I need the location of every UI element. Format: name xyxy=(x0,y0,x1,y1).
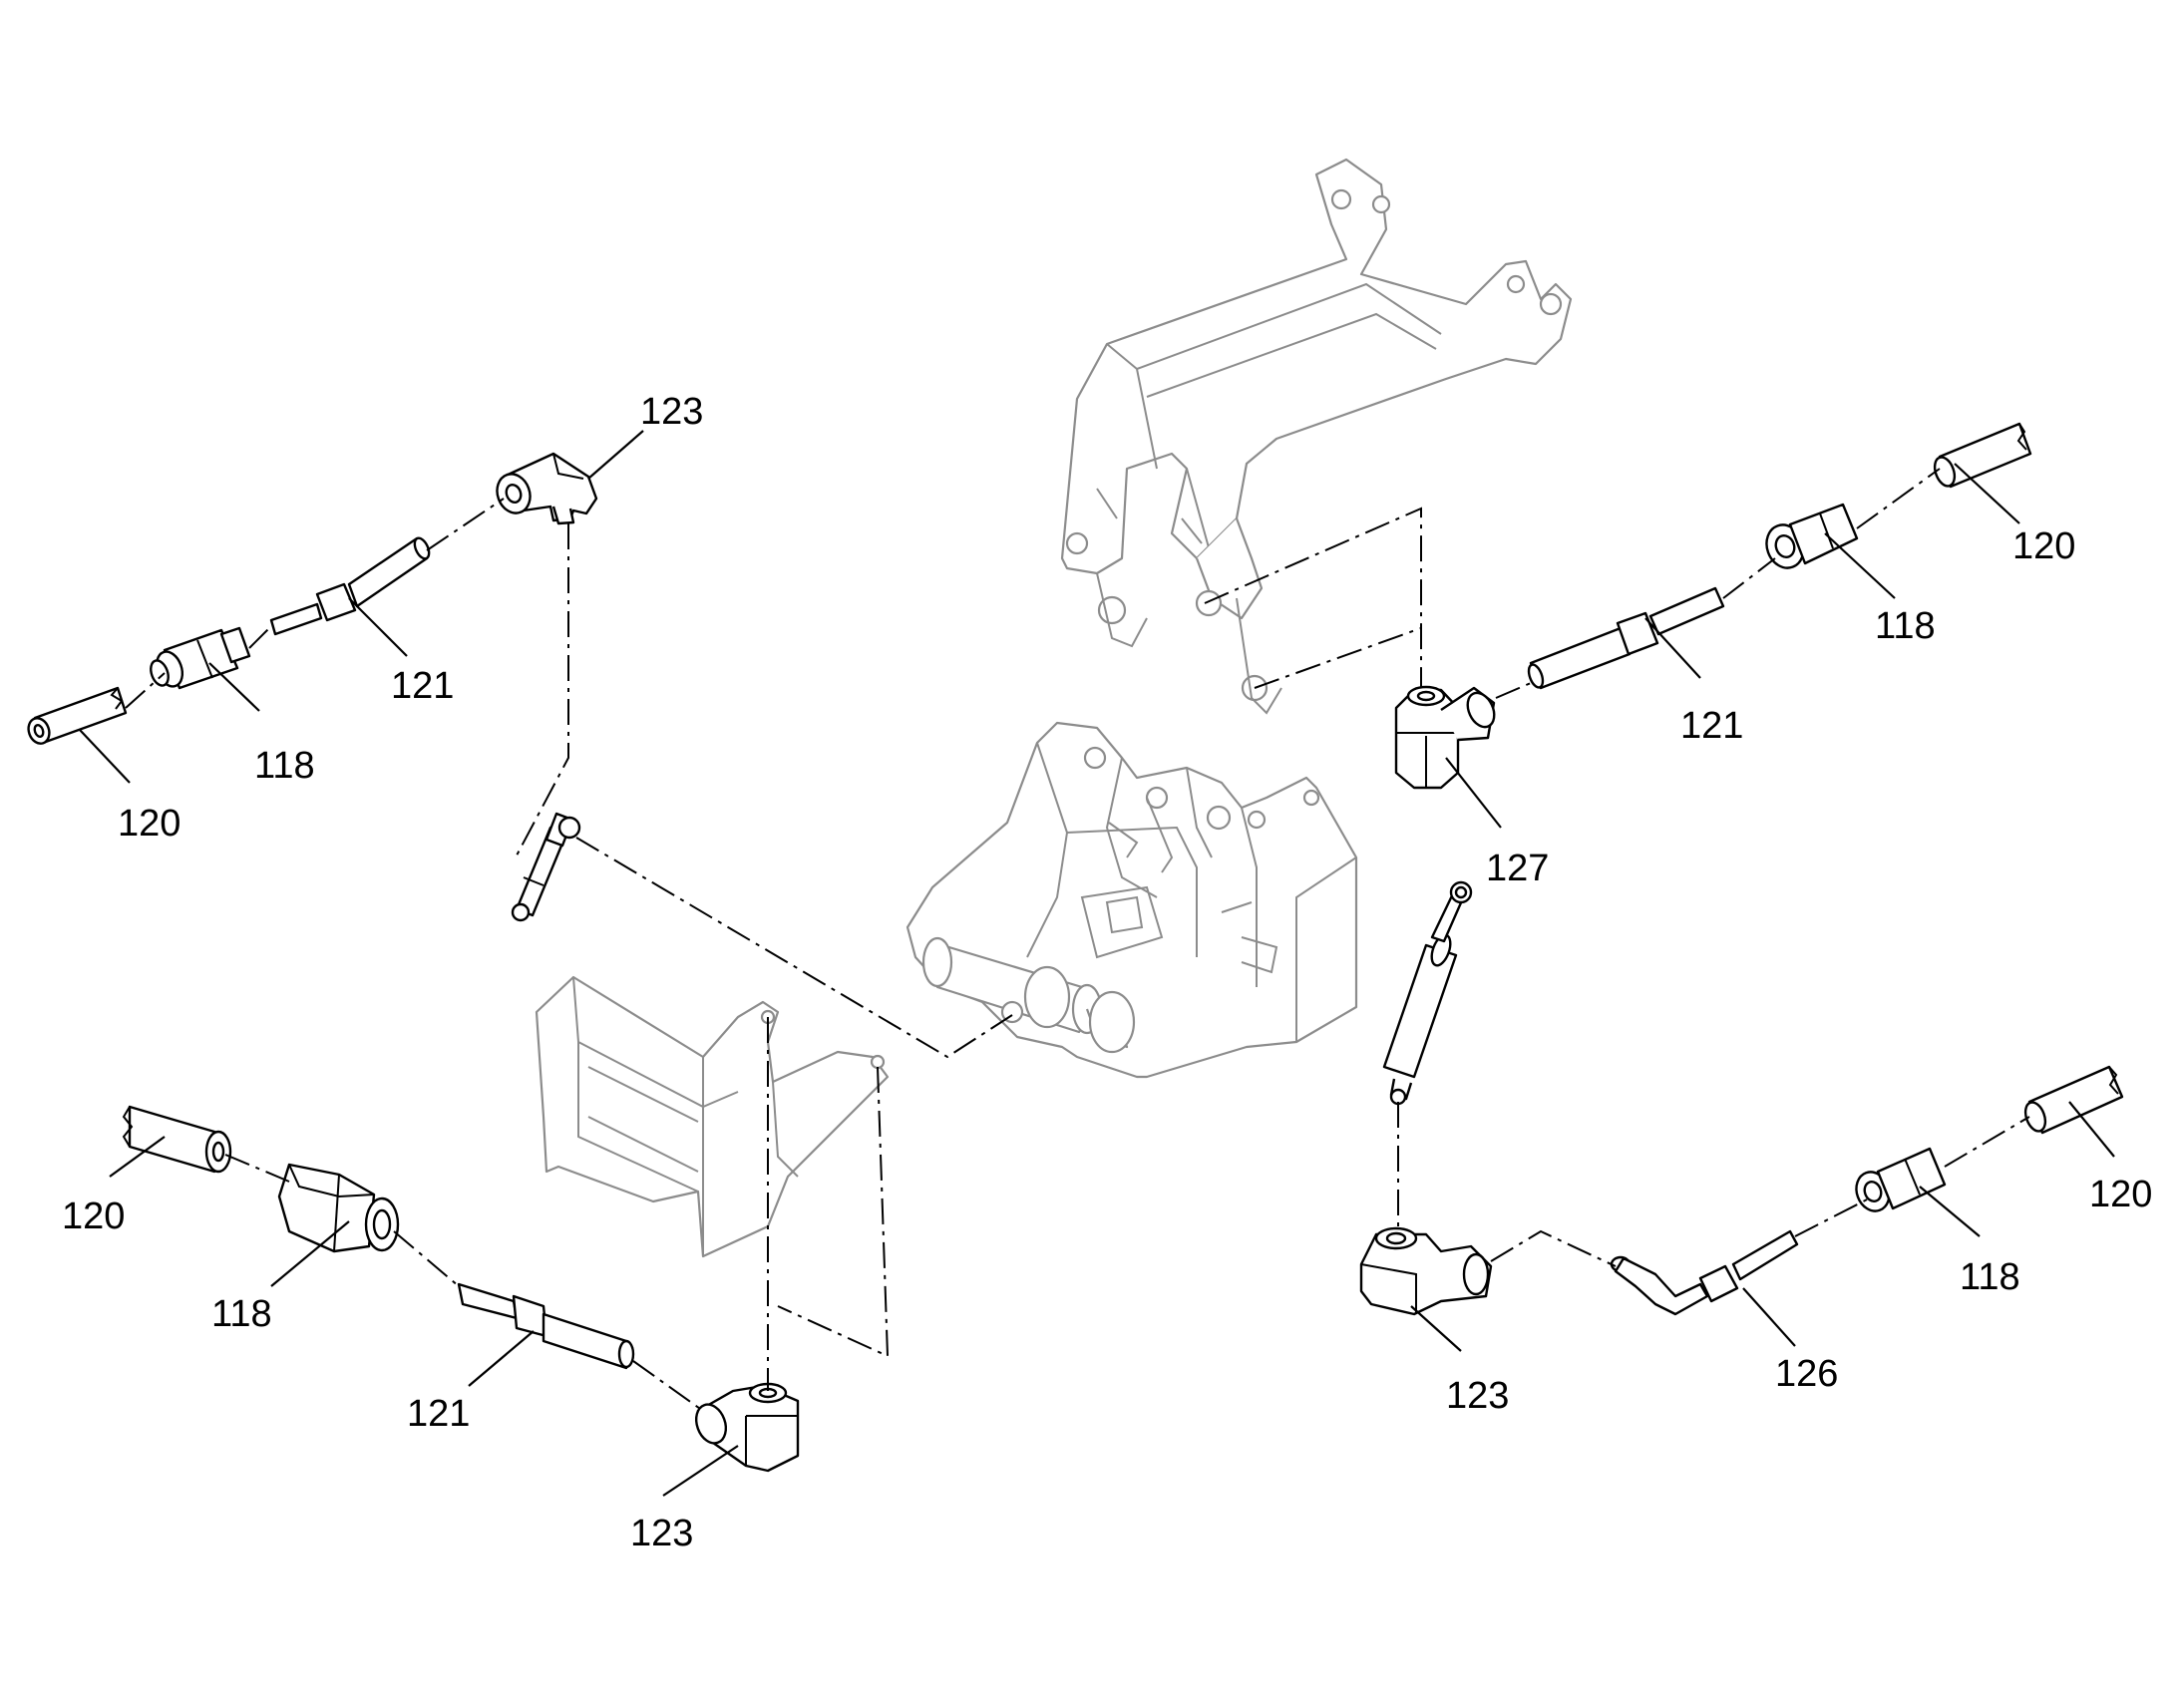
callout-120-top-left: 120 xyxy=(118,803,181,845)
elbow-127 xyxy=(1394,685,1496,790)
callout-118-top-left: 118 xyxy=(254,745,315,787)
tube-120-bottom-right xyxy=(2023,1065,2124,1135)
hose-end-121-bottom-left xyxy=(457,1282,635,1370)
callout-118-top-right: 118 xyxy=(1875,605,1936,647)
hose-end-121-top-right xyxy=(1527,586,1725,690)
tube-120-top-left xyxy=(27,686,128,745)
callout-118-bottom-right: 118 xyxy=(1960,1256,2020,1298)
elbow-hose-126 xyxy=(1610,1229,1799,1316)
callout-118-bottom-left: 118 xyxy=(211,1293,272,1335)
callout-126: 126 xyxy=(1775,1353,1838,1395)
assembly-centerlines xyxy=(125,468,2030,1412)
tube-120-bottom-left xyxy=(122,1105,232,1174)
hydraulic-cylinder-right xyxy=(1382,880,1473,1106)
callout-120-bottom-right: 120 xyxy=(2089,1174,2152,1215)
callout-120-bottom-left: 120 xyxy=(62,1196,125,1237)
callout-123-top-left: 123 xyxy=(640,391,703,433)
callout-labels: 123 121 118 120 120 118 121 127 120 118 … xyxy=(62,391,2152,1554)
nut-118-bottom-left xyxy=(277,1163,400,1253)
tube-120-top-right xyxy=(1933,422,2032,489)
boom-arm-assembly xyxy=(1060,158,1573,715)
nut-118-top-right xyxy=(1765,503,1859,569)
callout-120-top-right: 120 xyxy=(2012,525,2075,567)
callout-123-bottom-right: 123 xyxy=(1446,1375,1509,1417)
nut-118-top-left xyxy=(150,626,251,690)
hose-end-121-top-left xyxy=(269,536,431,636)
callout-123-bottom-left: 123 xyxy=(630,1513,693,1554)
bucket-attachment xyxy=(535,975,890,1258)
pivot-frame-assembly xyxy=(906,721,1358,1079)
elbow-123-bottom-left xyxy=(694,1382,800,1473)
leader-lines xyxy=(79,430,2115,1497)
elbow-123-top-left xyxy=(496,452,598,525)
callout-121-top-left: 121 xyxy=(391,665,454,707)
callout-121-top-right: 121 xyxy=(1680,705,1743,747)
small-cylinder-left xyxy=(511,812,581,922)
callout-121-bottom-left: 121 xyxy=(407,1393,470,1435)
callout-127: 127 xyxy=(1486,848,1549,889)
nut-118-bottom-right xyxy=(1855,1147,1947,1212)
elbow-123-bottom-right xyxy=(1359,1226,1493,1316)
